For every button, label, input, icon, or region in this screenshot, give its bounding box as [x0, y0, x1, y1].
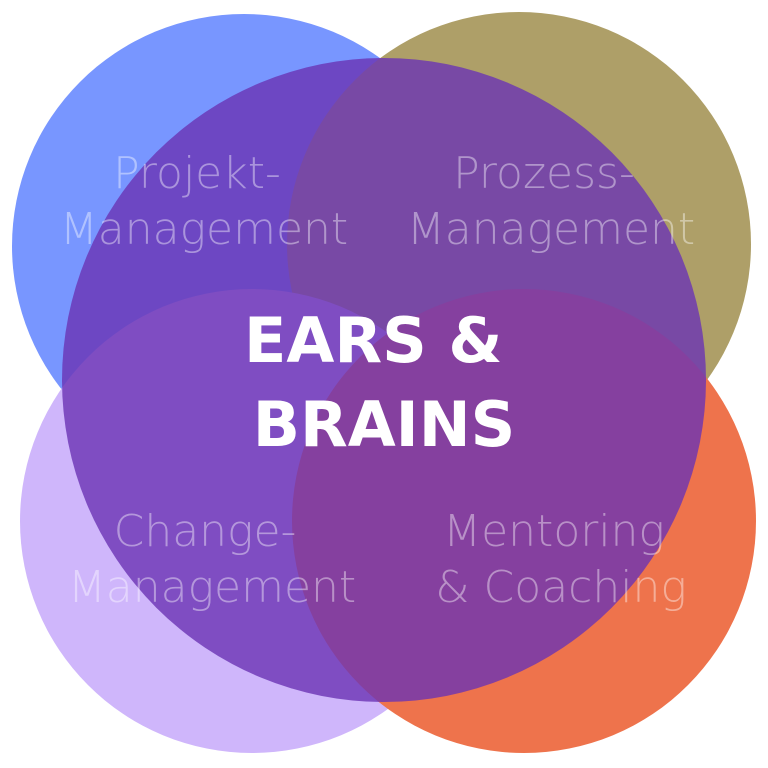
label-top-right-line2: Management	[407, 204, 695, 255]
center-title-line1: EARS &	[244, 304, 502, 377]
label-bottom-right-line1: Mentoring	[443, 506, 665, 557]
label-top-left: Projekt- Management	[60, 148, 348, 255]
label-bottom-left: Change- Management	[68, 506, 356, 613]
label-bottom-right-line2: & Coaching	[435, 562, 687, 613]
label-top-right-line1: Prozess-	[453, 148, 635, 199]
label-bottom-left-line1: Change-	[114, 506, 297, 557]
label-bottom-left-line2: Management	[68, 562, 356, 613]
circle-center	[62, 58, 706, 702]
center-title: EARS & BRAINS	[244, 304, 524, 461]
center-title-line2: BRAINS	[253, 388, 516, 461]
label-top-left-line2: Management	[60, 204, 348, 255]
label-bottom-right: Mentoring & Coaching	[435, 506, 687, 613]
label-top-right: Prozess- Management	[407, 148, 695, 255]
label-top-left-line1: Projekt-	[113, 148, 281, 199]
